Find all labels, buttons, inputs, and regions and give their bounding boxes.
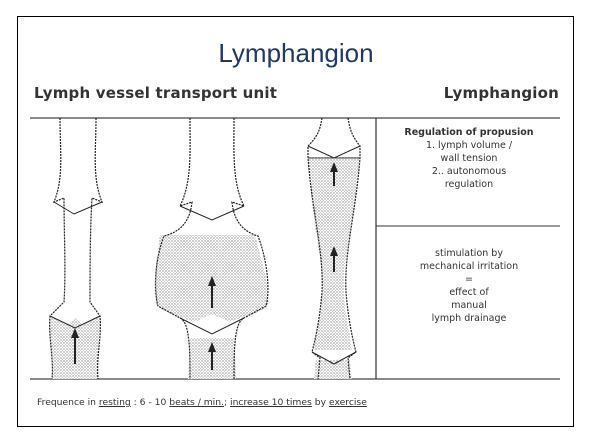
stimulation-block: stimulation by mechanical irritation = e… — [378, 247, 560, 325]
stimulation-line1: stimulation by — [378, 247, 560, 260]
caption-part1: Frequence in — [37, 397, 96, 408]
slide-title: Lymphangion — [0, 38, 592, 69]
regulation-item1-line1: 1. lymph volume / — [378, 139, 560, 152]
vessel-2-valve-bottom — [180, 318, 244, 334]
caption-part2: resting — [99, 397, 131, 408]
stimulation-line3: = — [378, 273, 560, 286]
vessel-3-valve-top — [308, 146, 360, 158]
stimulation-line5: manual — [378, 299, 560, 312]
figure-heading: Lymph vessel transport unit Lymphangion — [34, 84, 559, 102]
vessel-3 — [308, 118, 360, 379]
caption-part7: by — [315, 397, 326, 408]
vessel-1-valve-top — [54, 202, 102, 214]
caption-part5: ; — [224, 397, 227, 408]
vessel-2-valve-top — [180, 206, 244, 220]
regulation-block: Regulation of propusion 1. lymph volume … — [378, 126, 560, 191]
stimulation-line6: lymph drainage — [378, 312, 560, 325]
regulation-title: Regulation of propusion — [378, 126, 560, 139]
stimulation-line4: effect of — [378, 286, 560, 299]
stimulation-line2: mechanical irritation — [378, 260, 560, 273]
frequency-caption: Frequence in resting : 6 - 10 beats / mi… — [37, 397, 557, 408]
heading-right: Lymphangion — [444, 84, 559, 102]
caption-part4: beats / min. — [169, 397, 224, 408]
vessel-3-lower-fill — [314, 360, 352, 379]
caption-part8: exercise — [329, 397, 367, 408]
vessel-2 — [155, 118, 268, 379]
regulation-item1-line2: wall tension — [378, 152, 560, 165]
vessel-1 — [50, 118, 102, 379]
regulation-item2-line2: regulation — [378, 178, 560, 191]
regulation-item2-line1: 2.. autonomous — [378, 165, 560, 178]
caption-part6: increase 10 times — [230, 397, 312, 408]
caption-part3: : 6 - 10 — [134, 397, 167, 408]
heading-left: Lymph vessel transport unit — [34, 84, 277, 102]
